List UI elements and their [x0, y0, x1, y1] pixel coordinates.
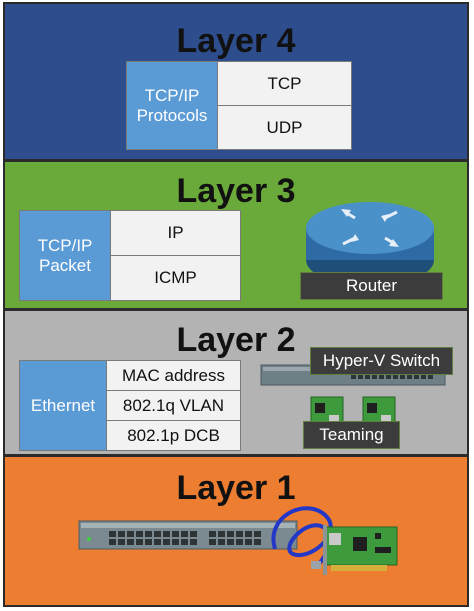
layer2-row-dcb: 802.1p DCB	[106, 420, 241, 451]
layer2-header-cell: Ethernet	[19, 360, 107, 451]
layer4-row-udp: UDP	[217, 105, 352, 150]
layer2-header-label: Ethernet	[30, 395, 96, 415]
hyperv-switch-label: Hyper-V Switch	[310, 347, 453, 375]
layer4-header-label: TCP/IP Protocols	[136, 85, 208, 125]
layer4-table: TCP/IP Protocols TCP UDP	[126, 61, 352, 150]
layer3-band: Layer 3 TCP/IP Packet IP ICMP Router	[3, 160, 469, 310]
layer3-title: Layer 3	[176, 172, 296, 210]
layer3-header-label: TCP/IP Packet	[37, 235, 93, 275]
layer4-row-tcp: TCP	[217, 61, 352, 106]
layer2-band: Layer 2 Ethernet MAC address 802.1q VLAN…	[3, 309, 469, 456]
layer1-title: Layer 1	[176, 469, 296, 507]
layer3-row-ip: IP	[110, 210, 241, 256]
layer4-band: Layer 4 TCP/IP Protocols TCP UDP	[3, 2, 469, 161]
teaming-label: Teaming	[303, 421, 400, 449]
nic-card-physical-icon	[323, 525, 398, 575]
layer2-title: Layer 2	[176, 321, 296, 359]
layer1-band: Layer 1	[3, 455, 469, 607]
layer4-header-cell: TCP/IP Protocols	[126, 61, 218, 150]
layer3-header-cell: TCP/IP Packet	[19, 210, 111, 301]
layer4-title: Layer 4	[176, 22, 296, 60]
layer2-row-vlan: 802.1q VLAN	[106, 390, 241, 421]
physical-switch-icon	[78, 520, 298, 550]
layer3-table: TCP/IP Packet IP ICMP	[19, 210, 241, 301]
layer2-row-mac: MAC address	[106, 360, 241, 391]
router-label: Router	[300, 272, 443, 300]
layer2-table: Ethernet MAC address 802.1q VLAN 802.1p …	[19, 360, 241, 451]
layer3-row-icmp: ICMP	[110, 255, 241, 301]
